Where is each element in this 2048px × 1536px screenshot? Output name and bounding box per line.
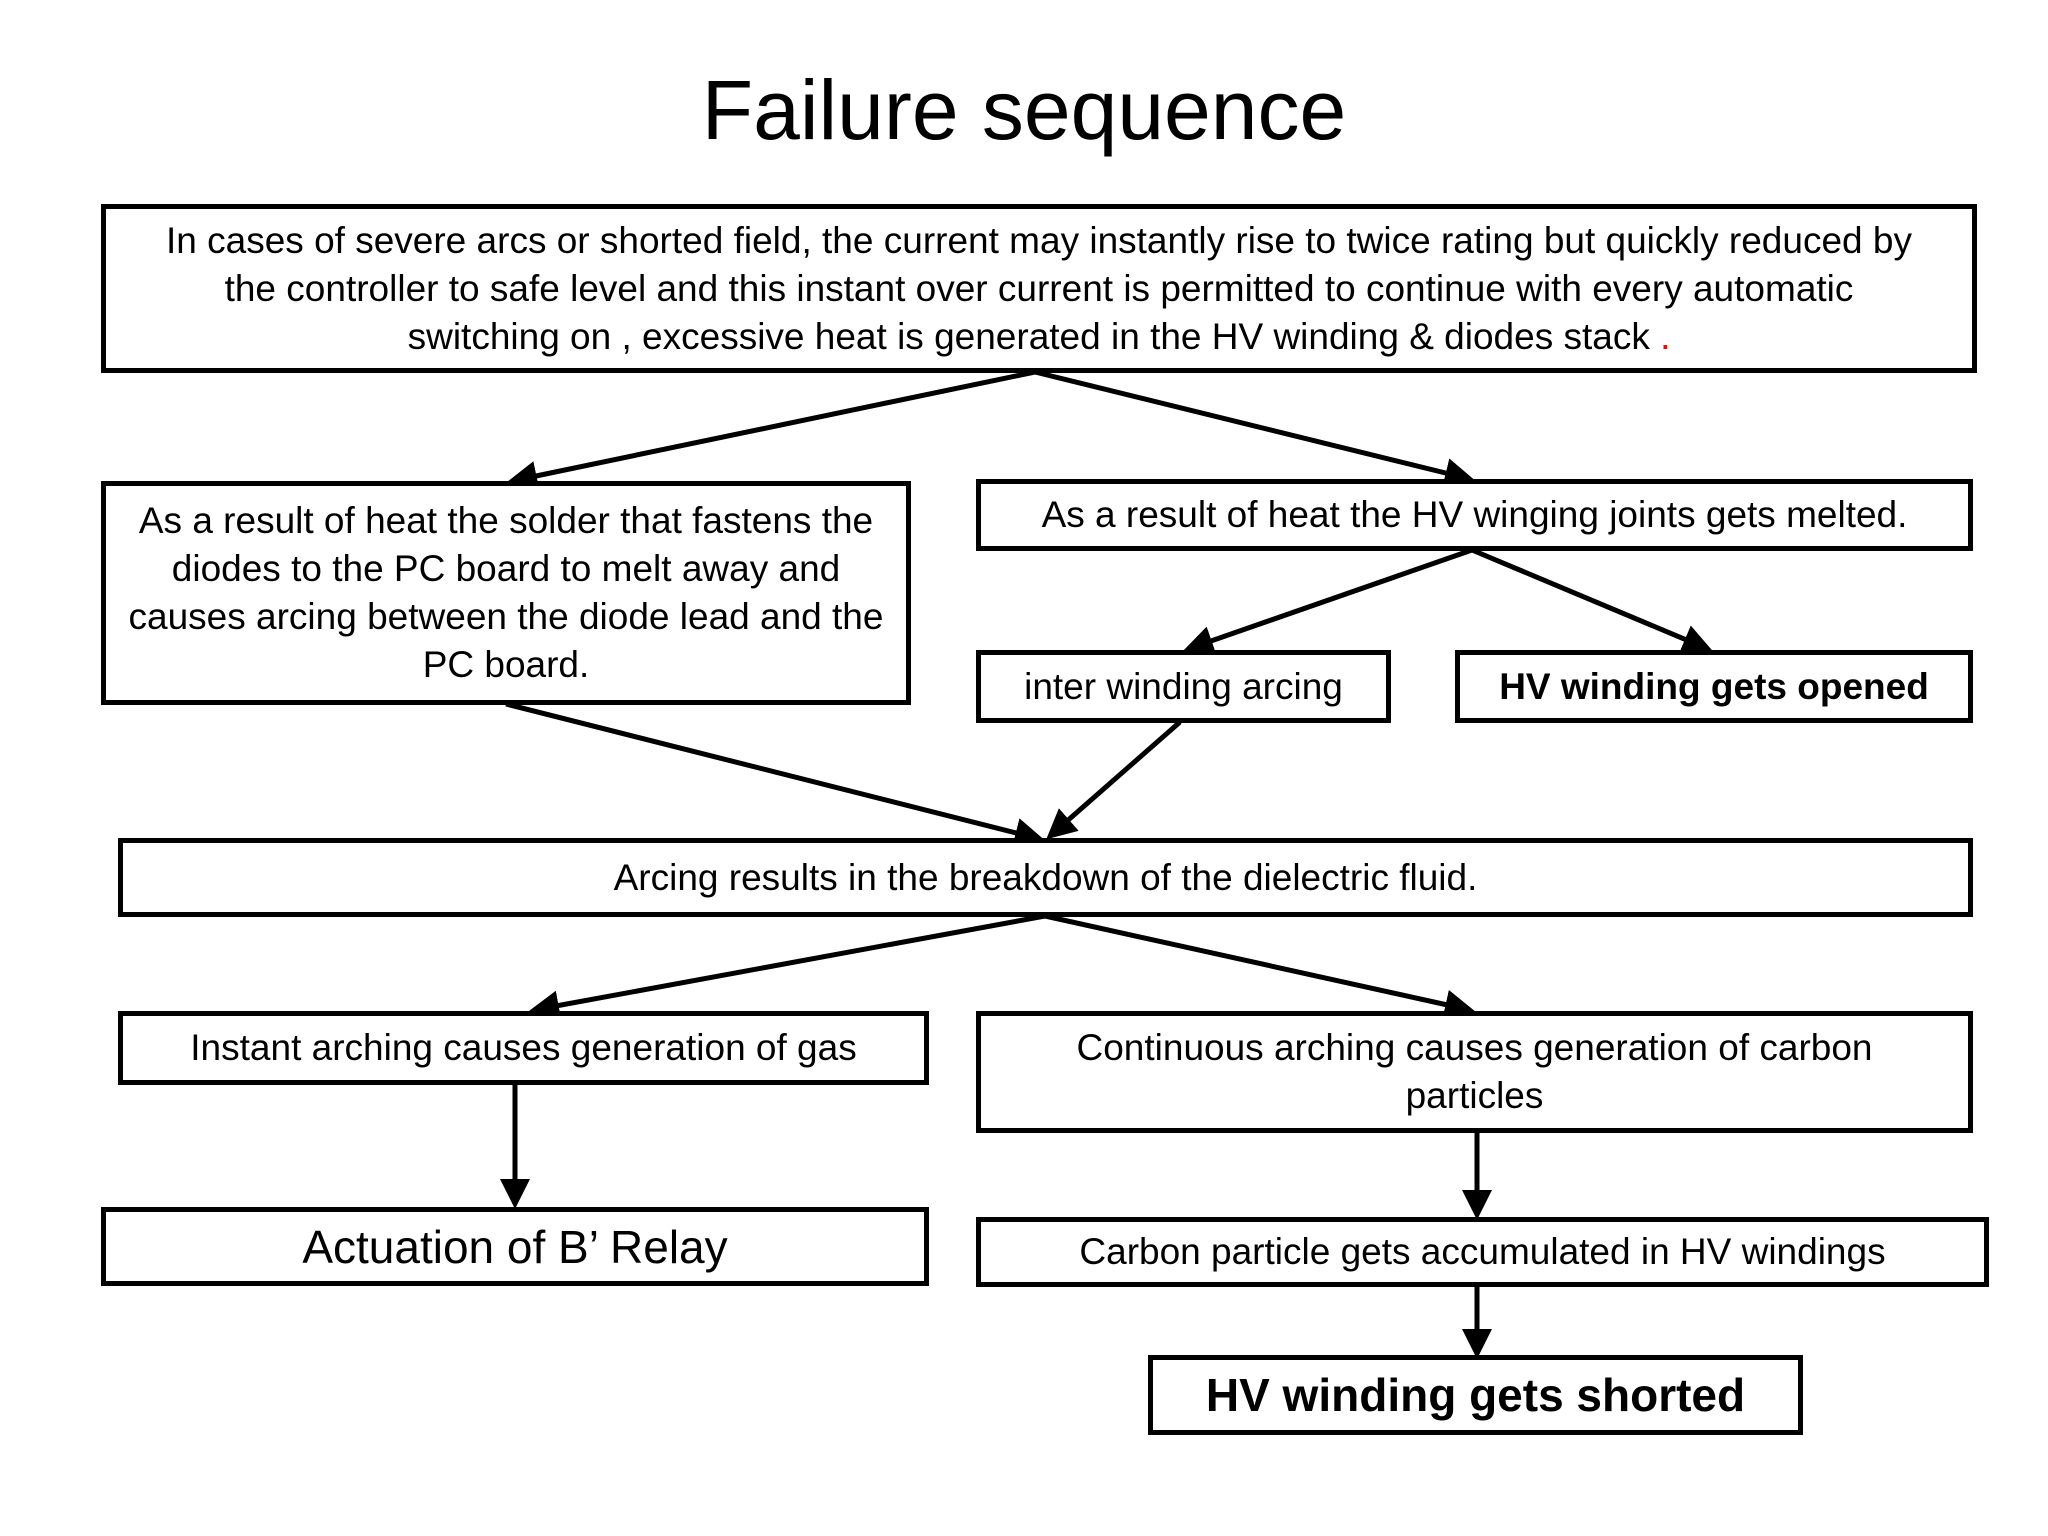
- box-inter-winding-arcing-text: inter winding arcing: [1024, 665, 1343, 707]
- arrow-inter-winding-to-dielectric: [1046, 720, 1182, 840]
- box-joints-melt: As a result of heat the HV winging joint…: [976, 479, 1973, 551]
- box-dielectric-breakdown-text: Arcing results in the breakdown of the d…: [613, 856, 1478, 898]
- box-carbon-generation-text: Continuous arching causes generation of …: [1076, 1027, 1873, 1116]
- red-dot-mark: .: [1660, 315, 1671, 357]
- page-title: Failure sequence: [701, 63, 1347, 157]
- arrow-joints-to-winding-opened: [1471, 547, 1713, 654]
- box-dielectric-breakdown: Arcing results in the breakdown of the d…: [118, 838, 1973, 917]
- box-carbon-generation: Continuous arching causes generation of …: [976, 1011, 1973, 1133]
- arrow-top-to-joints: [1034, 369, 1475, 488]
- box-relay-actuation-text: Actuation of B’ Relay: [302, 1220, 728, 1273]
- box-relay-actuation: Actuation of B’ Relay: [101, 1207, 929, 1286]
- box-hv-winding-shorted-text: HV winding gets shorted: [1205, 1369, 1746, 1421]
- box-solder-melt: As a result of heat the solder that fast…: [101, 481, 911, 705]
- box-hv-winding-shorted: HV winding gets shorted: [1148, 1355, 1803, 1435]
- box-hv-winding-opened-text: HV winding gets opened: [1499, 665, 1929, 707]
- box-carbon-accumulated: Carbon particle gets accumulated in HV w…: [976, 1217, 1989, 1287]
- arrow-dielectric-to-carbon: [1044, 913, 1475, 1020]
- box-joints-melt-text: As a result of heat the HV winging joint…: [1041, 494, 1908, 535]
- box-carbon-accumulated-text: Carbon particle gets accumulated in HV w…: [1079, 1231, 1886, 1272]
- box-inter-winding-arcing: inter winding arcing: [976, 650, 1391, 723]
- box-gas-generation: Instant arching causes generation of gas: [118, 1011, 929, 1085]
- box-solder-melt-text: As a result of heat the solder that fast…: [128, 500, 884, 685]
- arrow-dielectric-to-gas: [529, 913, 1046, 1021]
- box-gas-generation-text: Instant arching causes generation of gas: [190, 1027, 857, 1068]
- box-excessive-heat: In cases of severe arcs or shorted field…: [101, 204, 1977, 373]
- arrow-top-to-solder: [507, 369, 1036, 491]
- box-excessive-heat-text: In cases of severe arcs or shorted field…: [166, 219, 1912, 357]
- box-hv-winding-opened: HV winding gets opened: [1455, 650, 1973, 723]
- arrow-joints-to-inter-winding: [1183, 547, 1473, 655]
- arrow-solder-to-dielectric: [505, 701, 1045, 848]
